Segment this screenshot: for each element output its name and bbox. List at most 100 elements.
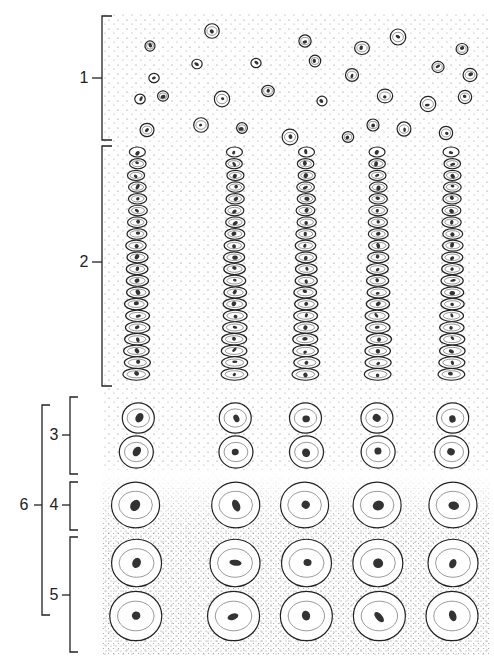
cell-lacuna	[159, 93, 167, 99]
cell-outline	[365, 310, 389, 321]
cell-nucleus	[376, 361, 381, 365]
cell-nucleus	[233, 314, 238, 319]
cell-outline	[456, 43, 468, 54]
cell-outline	[227, 170, 244, 180]
cell-lacuna	[423, 99, 434, 108]
cell-nucleus	[135, 161, 139, 165]
cell-nucleus	[134, 253, 140, 260]
cell-lacuna	[119, 549, 154, 578]
cell-lacuna	[300, 161, 312, 167]
cell-nucleus	[304, 232, 307, 237]
cell-outline	[297, 159, 314, 169]
cell-nucleus	[229, 559, 242, 567]
cell-lacuna	[229, 184, 241, 190]
cell-lacuna	[289, 549, 324, 578]
cell-lacuna	[225, 347, 243, 354]
cell-lacuna	[393, 32, 404, 42]
cell-lacuna	[227, 277, 243, 284]
cell-lacuna	[227, 242, 241, 248]
zone-number: 4	[49, 496, 60, 514]
cell-outline	[309, 55, 320, 67]
cell-nucleus	[133, 174, 138, 179]
cell-outline	[129, 182, 147, 192]
cell-outline	[295, 240, 315, 251]
cell-outline	[282, 129, 298, 145]
zone-number: 3	[49, 426, 60, 444]
cell-lacuna	[225, 371, 244, 378]
cell-nucleus	[376, 292, 380, 295]
cell-outline	[281, 482, 329, 528]
cell-nucleus	[233, 278, 237, 282]
cell-outline	[210, 539, 260, 587]
cell-nucleus	[375, 196, 380, 200]
cell-nucleus	[139, 96, 144, 102]
cell-outline	[366, 322, 390, 334]
cell-outline	[366, 298, 389, 309]
cell-lacuna	[264, 88, 273, 95]
cell-nucleus	[230, 498, 242, 512]
cell-outline	[443, 194, 461, 204]
cell-lacuna	[446, 242, 460, 248]
cell-nucleus	[375, 267, 380, 272]
cell-nucleus	[425, 103, 430, 106]
cell-outline	[227, 182, 245, 192]
cell-nucleus	[371, 124, 375, 128]
cell-outline	[222, 333, 247, 345]
cell-lacuna	[344, 134, 352, 140]
cell-outline	[221, 345, 247, 357]
cell-nucleus	[232, 220, 239, 226]
cell-outline	[365, 345, 391, 357]
cell-outline	[390, 29, 405, 45]
cell-nucleus	[131, 611, 141, 621]
cell-outline	[296, 252, 317, 263]
cell-lacuna	[445, 219, 459, 225]
cell-lacuna	[129, 324, 146, 331]
cell-outline	[440, 310, 464, 321]
cell-nucleus	[376, 242, 381, 249]
cell-outline	[125, 333, 150, 345]
cell-nucleus	[345, 135, 350, 140]
cell-outline	[221, 368, 248, 380]
cell-lacuna	[299, 266, 314, 273]
cell-outline	[127, 229, 147, 240]
cell-nucleus	[303, 350, 308, 355]
cell-lacuna	[130, 231, 144, 237]
cell-outline	[463, 68, 477, 81]
cell-lacuna	[372, 196, 385, 202]
cell-lacuna	[294, 409, 316, 427]
cell-nucleus	[375, 173, 380, 177]
cell-nucleus	[302, 337, 308, 341]
cell-nucleus	[303, 301, 309, 307]
cell-nucleus	[374, 325, 379, 329]
cell-nucleus	[449, 326, 453, 330]
cell-outline	[441, 298, 464, 309]
cell-nucleus	[374, 161, 379, 167]
cell-lacuna	[127, 371, 146, 378]
cell-lacuna	[225, 336, 242, 343]
cell-nucleus	[450, 302, 454, 306]
cell-nucleus	[135, 337, 140, 343]
cell-nucleus	[135, 183, 141, 190]
zone-number: 2	[79, 253, 90, 271]
cell-outline	[125, 298, 148, 309]
cell-nucleus	[134, 347, 140, 354]
cell-nucleus	[144, 127, 149, 132]
cell-nucleus	[302, 372, 308, 378]
cell-nucleus	[371, 499, 385, 512]
cell-nucleus	[303, 559, 312, 567]
cell-outline	[226, 159, 243, 169]
cell-outline	[443, 229, 463, 240]
cell-nucleus	[448, 609, 458, 622]
cell-outline	[294, 357, 320, 369]
cell-outline	[437, 403, 469, 433]
cell-lacuna	[130, 172, 142, 178]
cell-outline	[126, 240, 146, 251]
cell-outline	[145, 41, 155, 51]
cell-outline	[369, 194, 387, 204]
cell-outline	[294, 322, 318, 334]
cell-lacuna	[446, 196, 459, 202]
cell-outline	[443, 147, 459, 157]
cell-nucleus	[231, 300, 238, 307]
cell-outline	[342, 132, 353, 143]
cell-lacuna	[297, 312, 314, 319]
